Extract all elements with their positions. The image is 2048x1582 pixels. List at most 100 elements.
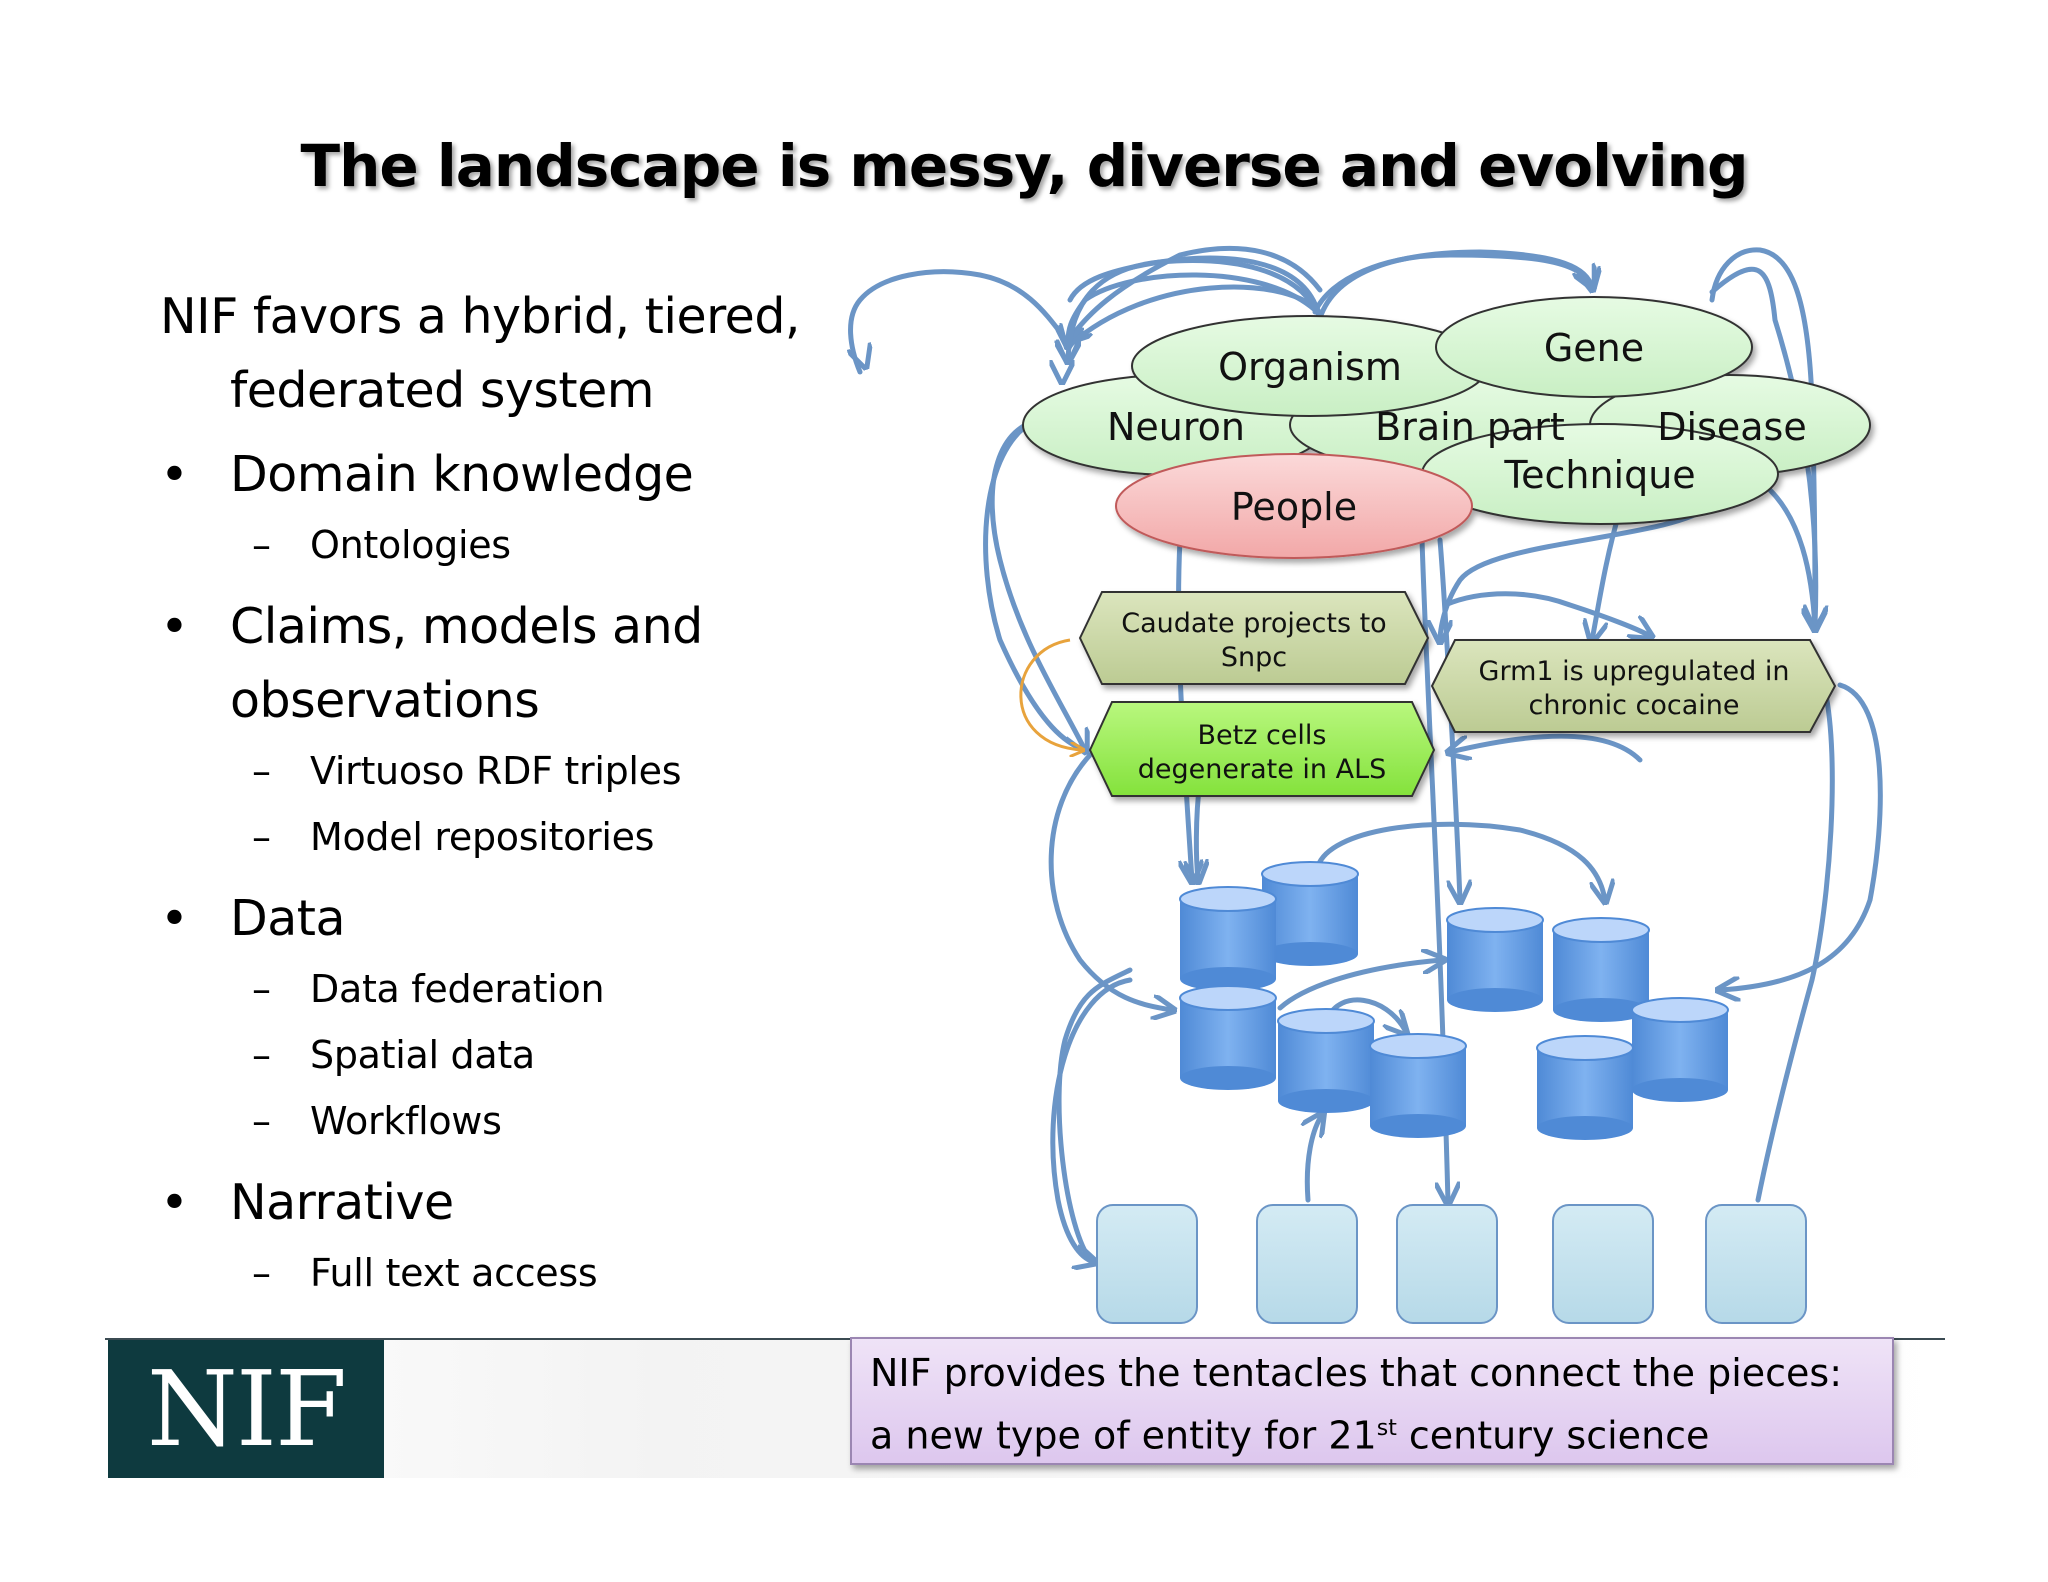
sub-bullet: –Model repositories	[160, 804, 880, 870]
bullet-claims: • Claims, models and observations	[160, 590, 880, 738]
bullet-list: NIF favors a hybrid, tiered, federated s…	[160, 280, 880, 1306]
dash-icon: –	[252, 1251, 271, 1295]
arrow	[1317, 249, 1592, 321]
sub-bullet: –Virtuoso RDF triples	[160, 738, 880, 804]
callout-note: NIF provides the tentacles that connect …	[850, 1337, 1894, 1465]
claim-betz-line2: degenerate in ALS	[1138, 754, 1387, 785]
dash-icon: –	[252, 1099, 271, 1143]
bullet-label: Narrative	[230, 1174, 454, 1231]
bullet-label: Data	[230, 890, 346, 947]
sub-bullet-label: Ontologies	[310, 523, 511, 567]
sub-bullet-label: Workflows	[310, 1099, 502, 1143]
sub-bullet-label: Full text access	[310, 1251, 598, 1295]
bullet-label: Claims, models and observations	[230, 598, 703, 729]
arrow	[1065, 272, 1318, 345]
arrow	[1067, 255, 1321, 315]
top-loops	[1068, 247, 1815, 628]
page-title: The landscape is messy, diverse and evol…	[300, 132, 1749, 200]
sub-bullet: –Full text access	[160, 1240, 880, 1306]
database-icon	[1261, 861, 1359, 966]
claim-grm1-line2: chronic cocaine	[1528, 690, 1739, 721]
arrow	[848, 269, 1321, 375]
dash-icon: –	[252, 1033, 271, 1077]
bullet-icon: •	[160, 1174, 189, 1231]
claim-grm1-line1: Grm1 is upregulated in	[1479, 656, 1790, 687]
database-icon	[1446, 907, 1544, 1012]
dash-icon: –	[252, 967, 271, 1011]
database-icon	[1369, 1033, 1467, 1138]
neuron-label: Neuron	[1107, 405, 1245, 449]
dash-icon: –	[252, 749, 271, 793]
sub-bullet-label: Data federation	[310, 967, 605, 1011]
disease-label: Disease	[1657, 405, 1806, 449]
arrow	[983, 417, 1088, 753]
arrow	[1709, 247, 1815, 628]
sub-bullet-label: Model repositories	[310, 815, 655, 859]
source-box	[1256, 1204, 1358, 1324]
database-icon	[1179, 985, 1277, 1090]
brain-part-label: Brain part	[1375, 405, 1565, 449]
arrow	[989, 417, 1085, 750]
entity-ellipses	[1022, 296, 1871, 559]
database-icon	[1631, 997, 1729, 1102]
claim-betz	[1088, 701, 1436, 797]
arrow	[1720, 682, 1883, 990]
note-superscript: st	[1376, 1416, 1397, 1441]
claim-caudate	[1078, 591, 1430, 685]
intro-text: NIF favors a hybrid, tiered, federated s…	[160, 288, 801, 419]
sub-bullet: –Ontologies	[160, 512, 880, 578]
technique-label: Technique	[1503, 453, 1695, 497]
claim-caudate-line2: Snpc	[1221, 642, 1287, 673]
sub-bullet: –Data federation	[160, 956, 880, 1022]
sub-bullet-label: Spatial data	[310, 1033, 535, 1077]
dash-icon: –	[252, 523, 271, 567]
note-text: NIF provides the tentacles that connect …	[870, 1351, 1843, 1458]
claim-grm1	[1430, 639, 1837, 733]
arrow	[1050, 977, 1133, 1262]
claim-betz-line1: Betz cells	[1197, 720, 1326, 751]
arrow	[1315, 821, 1605, 900]
source-boxes	[1096, 1204, 1807, 1324]
source-box	[1396, 1204, 1498, 1324]
arrow	[1767, 487, 1815, 628]
gene-label: Gene	[1544, 326, 1644, 370]
organism-label: Organism	[1218, 345, 1402, 389]
database-icon	[1179, 886, 1277, 991]
database-icon	[1277, 1008, 1375, 1113]
arrow	[1277, 960, 1442, 1011]
claim-labels: Caudate projects to Snpc Grm1 is upregul…	[1121, 608, 1789, 785]
database-cylinders	[1179, 861, 1729, 1140]
bullet-label: Domain knowledge	[230, 446, 694, 503]
orange-arrow	[1019, 638, 1082, 750]
note-text-end: century science	[1396, 1413, 1710, 1458]
sub-bullet-label: Virtuoso RDF triples	[310, 749, 682, 793]
arrow	[1450, 733, 1643, 763]
database-icon	[1536, 1035, 1634, 1140]
arrow	[1440, 502, 1715, 640]
claim-shapes	[1078, 591, 1837, 797]
arrow	[1068, 258, 1323, 360]
bullet-narrative: • Narrative	[160, 1166, 880, 1240]
arrow	[1307, 1115, 1322, 1203]
dash-icon: –	[252, 815, 271, 859]
source-box	[1705, 1204, 1807, 1324]
people-node	[1115, 453, 1473, 559]
gene-node	[1435, 296, 1753, 398]
bullet-icon: •	[160, 446, 189, 503]
source-box	[1096, 1204, 1198, 1324]
nif-logo: NIF	[108, 1340, 384, 1478]
bullet-data: • Data	[160, 882, 880, 956]
arrow	[1072, 257, 1318, 312]
arrow	[1592, 507, 1623, 640]
database-icon	[1552, 917, 1650, 1022]
bullet-icon: •	[160, 598, 189, 655]
bullet-icon: •	[160, 890, 189, 947]
people-label: People	[1231, 485, 1357, 529]
sub-bullet: –Spatial data	[160, 1022, 880, 1088]
claim-caudate-line1: Caudate projects to	[1121, 608, 1386, 639]
source-box	[1552, 1204, 1654, 1324]
bullet-domain-knowledge: • Domain knowledge	[160, 438, 880, 512]
arrow	[1442, 591, 1650, 636]
sub-bullet: –Workflows	[160, 1088, 880, 1154]
